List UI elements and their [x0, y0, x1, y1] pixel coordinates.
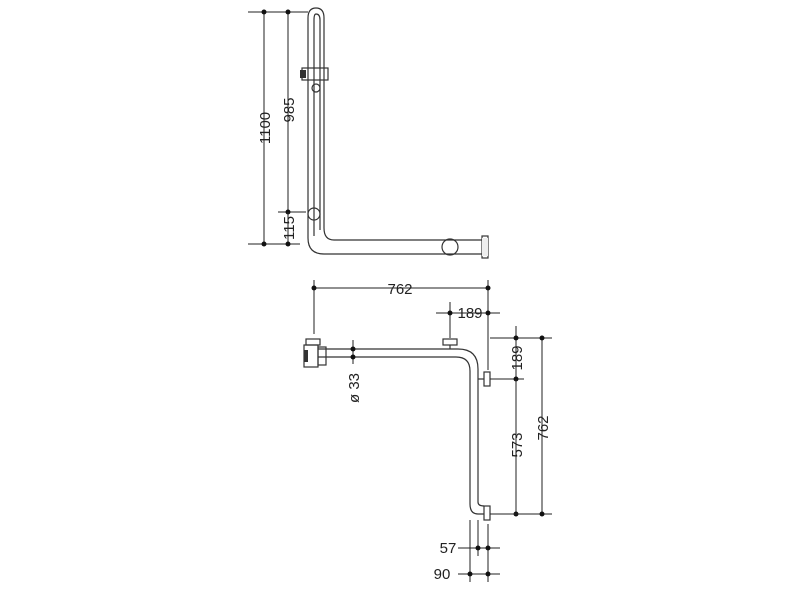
plan-right-flange [478, 371, 491, 387]
plan-view: 762 189 ø 33 189 573 [303, 280, 552, 583]
dim-label-57: 57 [440, 540, 457, 557]
elevation-view: 1100 985 115 [248, 7, 489, 259]
dim-label-115: 115 [281, 216, 298, 240]
dim-line-57 [458, 520, 500, 582]
dim-label-90: 90 [434, 566, 451, 583]
plan-bottom-flange [483, 505, 491, 521]
dim-line-985 [278, 9, 306, 215]
dim-label-762-horizontal: 762 [387, 281, 412, 298]
dim-label-985: 985 [281, 97, 298, 122]
shower-holder [300, 67, 329, 93]
vertical-grab-bar [307, 7, 325, 238]
dim-label-189-horizontal: 189 [457, 305, 482, 322]
dim-line-762-vertical [490, 335, 552, 517]
dim-line-189-horizontal [436, 302, 500, 338]
plan-left-wall-block [303, 338, 327, 368]
dim-label-573: 573 [509, 432, 526, 457]
dim-line-115 [285, 212, 291, 247]
dim-label-762-vertical: 762 [535, 415, 552, 440]
dim-label-1100: 1100 [257, 112, 274, 144]
dim-label-diameter: ø 33 [346, 373, 363, 403]
dim-line-90 [458, 571, 500, 577]
plan-horizontal-bar [318, 348, 479, 372]
dim-line-1100 [248, 9, 308, 247]
dim-line-762-horizontal [311, 280, 491, 370]
dim-line-diameter [350, 340, 356, 364]
plan-top-flange [442, 338, 458, 349]
horizontal-grab-bar [307, 227, 489, 259]
lower-wall-flange [307, 207, 321, 221]
dim-label-189-vertical: 189 [509, 345, 526, 370]
plan-vertical-bar [469, 369, 485, 515]
